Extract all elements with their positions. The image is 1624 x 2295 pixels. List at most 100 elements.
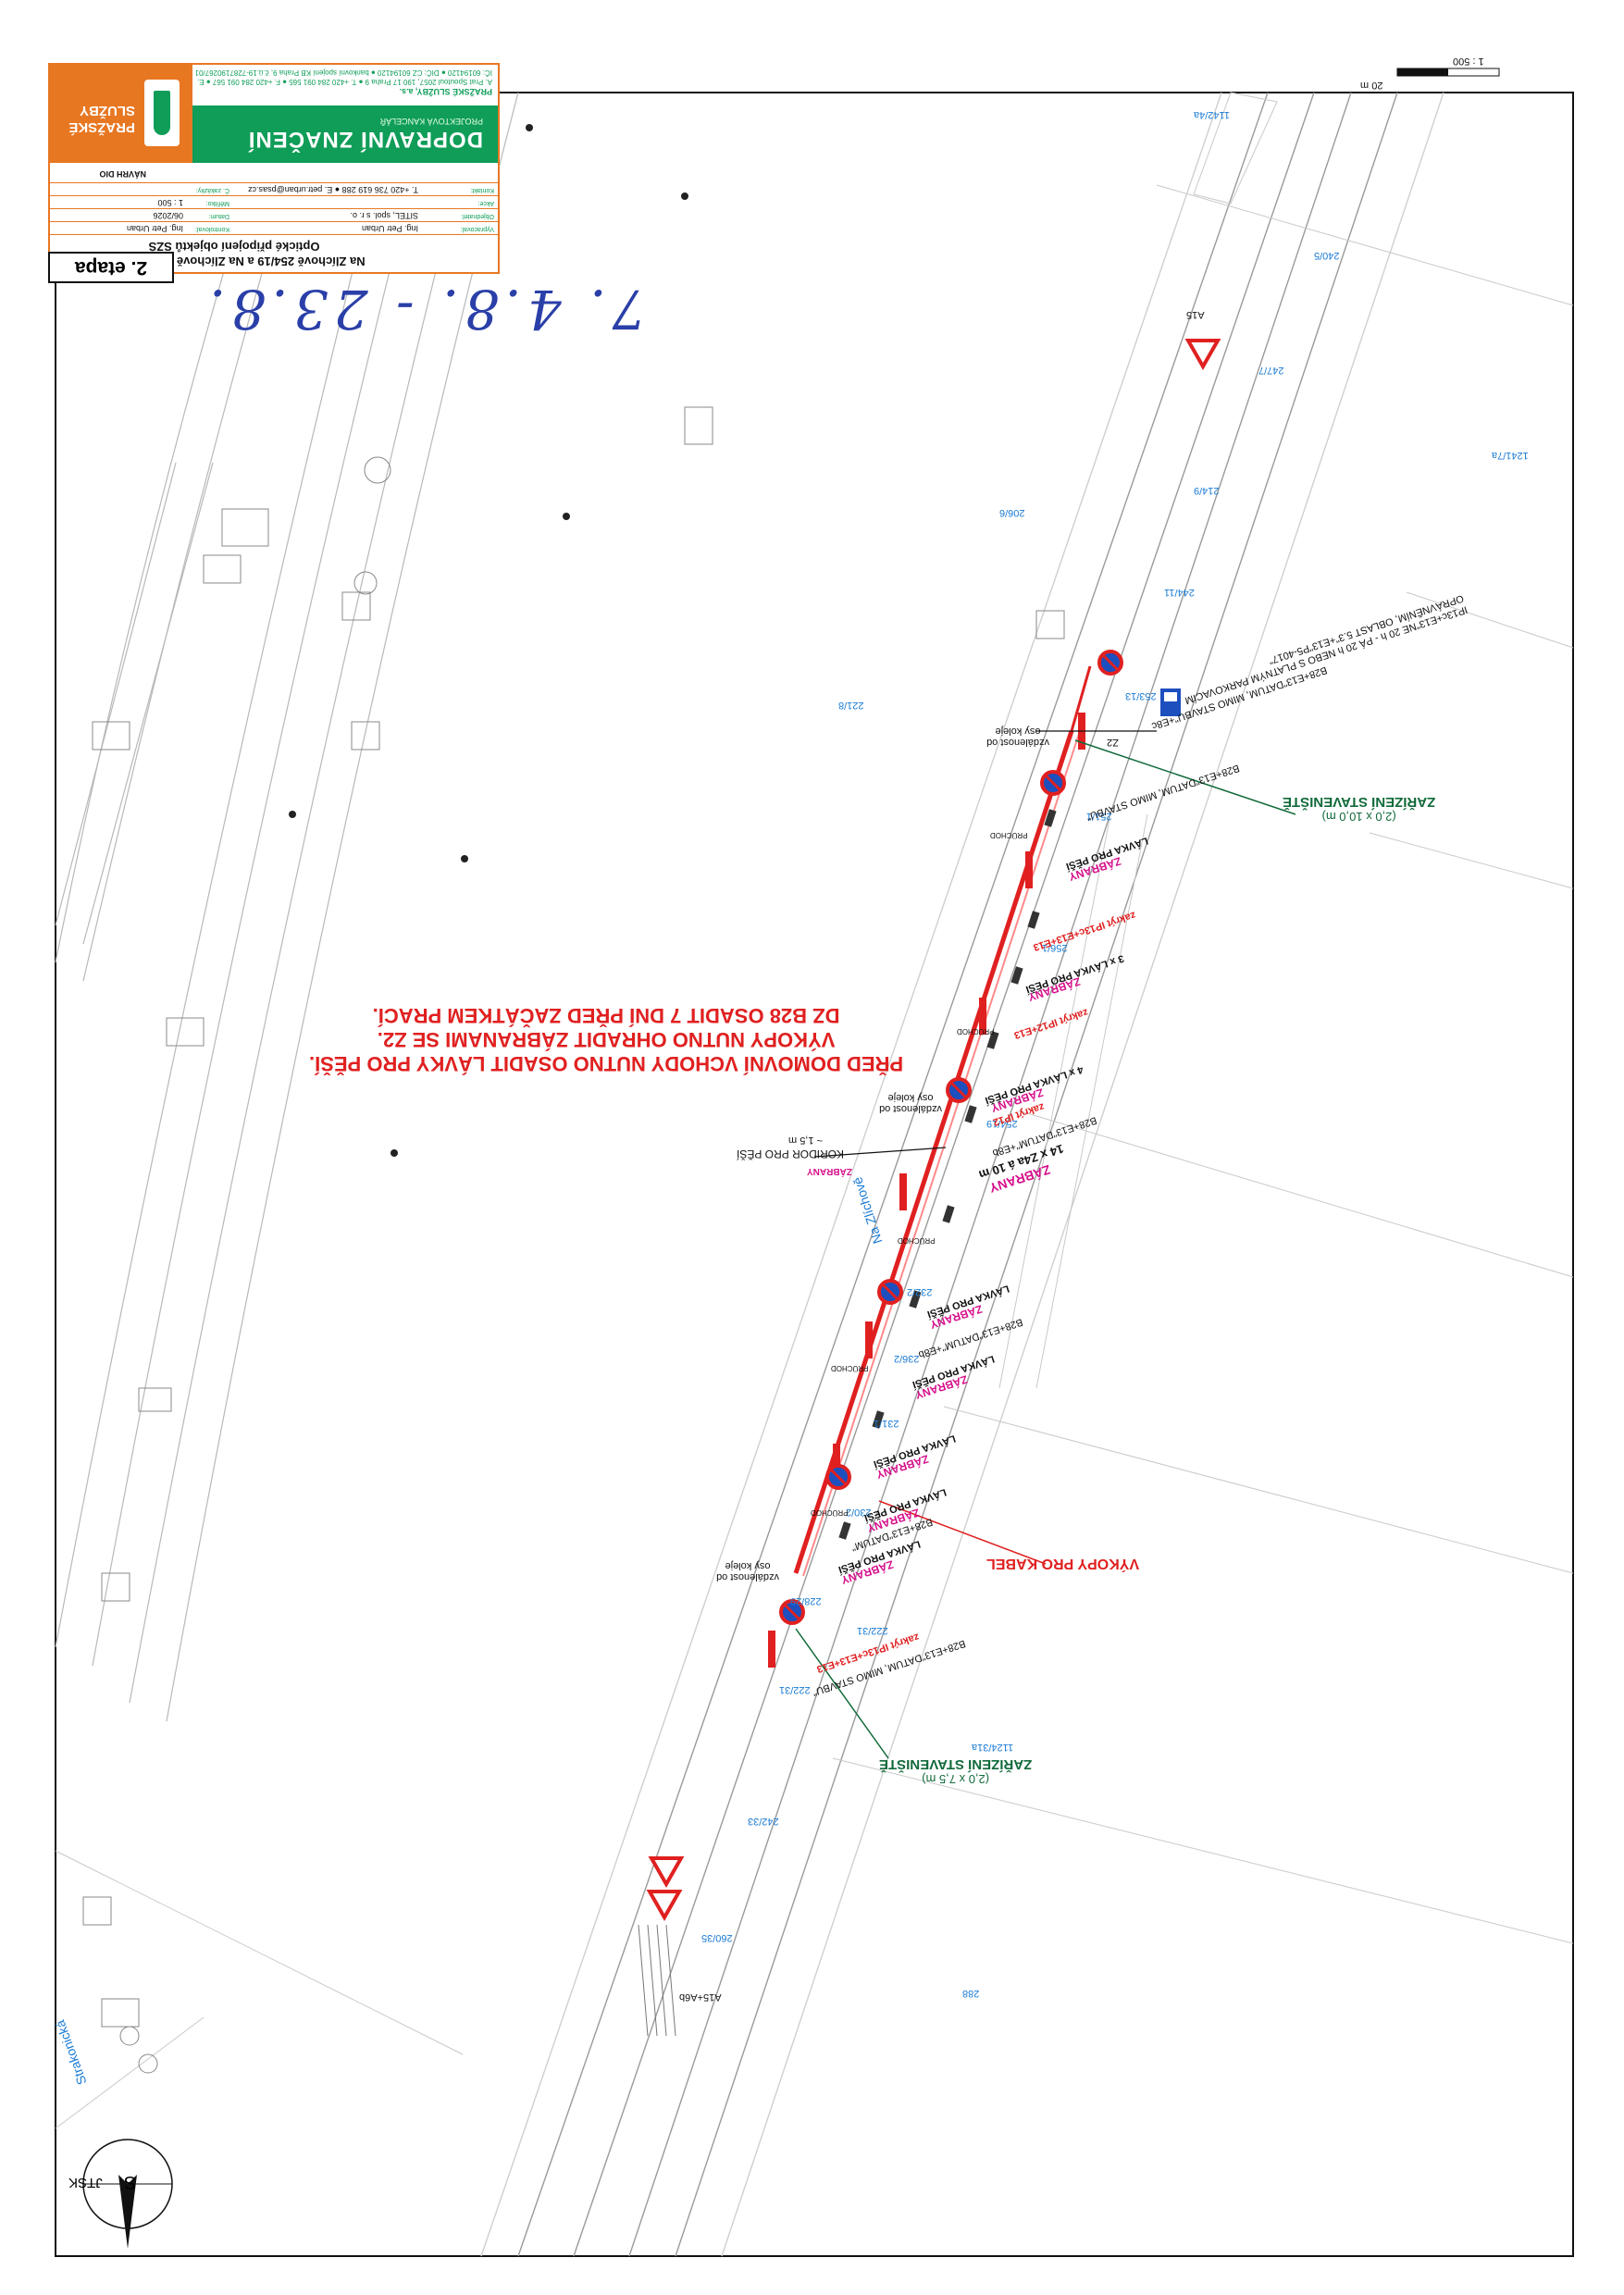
parcel-number: 206/6 bbox=[999, 507, 1025, 518]
parcel-number: 260/35 bbox=[701, 1932, 733, 1943]
firm-name: PRAŽSKÉ SLUŽBY, a.s. bbox=[399, 87, 492, 96]
row-value-2: 1 : 500 bbox=[157, 198, 183, 207]
drawing-frame bbox=[55, 92, 1574, 2257]
parcel-number: 1241/7a bbox=[1492, 450, 1529, 461]
parcel-number: 222/31 bbox=[857, 1625, 888, 1636]
site-setup-bottom: (2,0 x 7,5 m) ZAŘÍZENÍ STAVENIŠTĚ bbox=[879, 1756, 1032, 1786]
label-distance-bottom: vzdálenost od osy koleje bbox=[716, 1560, 779, 1582]
north-arrow-graphic bbox=[82, 2139, 173, 2249]
coordinate-system-label: JTSK bbox=[68, 2175, 103, 2190]
parcel-number: 288 bbox=[962, 1988, 980, 1999]
brand-name: PRAŽSKÉ SLUŽBY bbox=[68, 103, 135, 135]
red-note-2: VÝKOPY NUTNO OHRADIT ZÁBRANAMI SE Z2. bbox=[377, 1028, 836, 1051]
barrier-markers bbox=[838, 809, 1057, 1540]
label-vykopy: VÝKOPY PRO KABEL bbox=[986, 1556, 1140, 1571]
title-row-4: Kontakt: T. +420 736 619 288 ● E. petr.u… bbox=[50, 182, 498, 196]
label-z2: Z2 bbox=[1107, 737, 1119, 748]
parcel-number: 247/7 bbox=[1258, 365, 1284, 376]
title-row-type: NÁVRH DIO bbox=[50, 164, 498, 183]
handwritten-dates: 7. 4.8. - 23.8. bbox=[204, 278, 647, 341]
leader-lines-red bbox=[878, 1500, 1047, 1565]
b28-signs bbox=[779, 650, 1123, 1625]
row-value-2: 06/2026 bbox=[153, 211, 183, 220]
company-banner-sub: PROJEKTOVÁ KANCELÁŘ bbox=[379, 117, 483, 126]
parcel-number: 242/33 bbox=[748, 1816, 779, 1827]
brand-panel: PRAŽSKÉ SLUŽBY bbox=[50, 65, 192, 163]
label-a15: A15 bbox=[1186, 309, 1205, 320]
stage-label: 2. etapa bbox=[74, 257, 148, 279]
label-korridor: KORIDOR PRO PĚŠÍ bbox=[737, 1148, 845, 1160]
site-setup-top: (2,0 x 10,0 m) ZAŘÍZENÍ STAVENIŠTĚ bbox=[1283, 794, 1435, 824]
leader-lines-green bbox=[795, 739, 1296, 1759]
firm-ids: IČ: 60194120 ● DIČ: CZ 60194120 ● bankov… bbox=[196, 68, 492, 77]
row-key-2: Měřítko: bbox=[205, 200, 229, 206]
label-pruchod: PRŮCHOD bbox=[990, 831, 1028, 839]
row-value: SITEL, spol. s r. o. bbox=[350, 211, 418, 220]
hatch-stairs bbox=[638, 1924, 676, 2037]
title-block: Na Zlíchově 254/19 a Na Zlíchově 206, Pr… bbox=[48, 63, 500, 274]
stage-label-box: 2. etapa bbox=[48, 252, 174, 283]
buildings bbox=[55, 92, 1574, 2129]
row-key: Akce: bbox=[477, 200, 494, 206]
parcel-number: 232/2 bbox=[907, 1286, 933, 1297]
scale-bar-ratio: 1 : 500 bbox=[1453, 56, 1484, 67]
label-distance-mid: vzdálenost od osy koleje bbox=[879, 1092, 942, 1114]
row-value-2: Ing. Petr Urban bbox=[126, 224, 183, 233]
firm-address: A. Prat Spoutoul 2057, 190 17 Praha 9 ● … bbox=[196, 78, 492, 86]
label-pruchod: PRŮCHOD bbox=[831, 1364, 869, 1372]
site-setup-top-title: ZAŘÍZENÍ STAVENIŠTĚ bbox=[1283, 794, 1436, 810]
parcel-number: 228/29 bbox=[790, 1595, 822, 1606]
company-banner: DOPRAVNÍ ZNAČENÍ PROJEKTOVÁ KANCELÁŘ bbox=[192, 105, 498, 163]
row-key: Kontakt: bbox=[470, 187, 494, 193]
brand-figure-icon bbox=[154, 91, 170, 135]
title-row-1: Vypracoval: Ing. Petr Urban Kontroloval:… bbox=[50, 221, 498, 235]
parcel-number: 244/11 bbox=[1164, 587, 1195, 598]
north-arrow-label: S bbox=[124, 2172, 137, 2192]
site-setup-bottom-title: ZAŘÍZENÍ STAVENIŠTĚ bbox=[879, 1756, 1033, 1772]
row-key-2: Datum: bbox=[208, 213, 229, 219]
title-block-panel: Na Zlíchově 254/19 a Na Zlíchově 206, Pr… bbox=[48, 63, 500, 274]
parcel-number: 214/9 bbox=[1194, 485, 1220, 496]
red-notes: PŘED DOMOVNÍ VCHODY NUTNO OSADIT LÁVKY P… bbox=[309, 1003, 903, 1075]
ip13c-parking-sign bbox=[1160, 688, 1181, 716]
title-row-3: Akce: Měřítko: 1 : 500 bbox=[50, 195, 498, 209]
red-note-1: DZ B28 OSADIT 7 DNÍ PŘED ZAČÁTKEM PRACÍ. bbox=[372, 1004, 840, 1027]
label-a15-a6b: A15+A6b bbox=[679, 1991, 722, 2003]
street-na-zlichove bbox=[480, 92, 1444, 2257]
site-setup-top-size: (2,0 x 10,0 m) bbox=[1321, 810, 1396, 824]
label-pruchod: PRŮCHOD bbox=[811, 1508, 849, 1517]
label-pruchod: PRŮCHOD bbox=[898, 1236, 936, 1245]
firm-info: PRAŽSKÉ SLUŽBY, a.s. A. Prat Spoutoul 20… bbox=[196, 68, 492, 96]
site-setup-bottom-size: (2,0 x 7,5 m) bbox=[922, 1772, 990, 1786]
red-note-3: PŘED DOMOVNÍ VCHODY NUTNO OSADIT LÁVKY P… bbox=[309, 1052, 904, 1075]
scale-bar-graphic bbox=[1396, 68, 1500, 77]
row-key-2: Kontroloval: bbox=[195, 226, 229, 232]
parcel-number: 236/2 bbox=[894, 1353, 920, 1364]
utility-objects bbox=[82, 406, 1065, 2074]
label-distance-top: vzdálenost od osy koleje bbox=[986, 726, 1049, 748]
row-value: T. +420 736 619 288 ● E. petr.urban@psas… bbox=[248, 185, 418, 194]
row-key: Objednatel: bbox=[461, 213, 494, 219]
parcel-number: 222/31 bbox=[779, 1684, 811, 1695]
scale-bar-length: 20 m bbox=[1360, 80, 1383, 91]
survey-dots bbox=[289, 124, 688, 1157]
parcel-number: 221/8 bbox=[838, 700, 864, 711]
label-korridor-width: ~ 1,5 m bbox=[788, 1135, 823, 1146]
parcel-number: 240/5 bbox=[1314, 250, 1340, 261]
parcel-number: 231/1 bbox=[874, 1418, 899, 1429]
drawing-type: NÁVRH DIO bbox=[99, 169, 146, 179]
brand-logo-icon bbox=[144, 80, 180, 146]
company-banner-title: DOPRAVNÍ ZNAČENÍ bbox=[247, 127, 483, 152]
row-key-2: Č. zakázky: bbox=[195, 187, 229, 193]
parcel-number: 1142/4a bbox=[1194, 109, 1230, 120]
row-key: Vypracoval: bbox=[460, 226, 494, 232]
row-value: Ing. Petr Urban bbox=[361, 224, 418, 233]
label-pruchod: PRŮCHOD bbox=[957, 1027, 995, 1036]
title-row-2: Objednatel: SITEL, spol. s r. o. Datum: … bbox=[50, 208, 498, 222]
a15-signs bbox=[646, 339, 1221, 1922]
label-korridor-zabrany: ZÁBRANY bbox=[807, 1166, 852, 1176]
leader-lines-black bbox=[813, 730, 1157, 1158]
parcel-number: 1124/31a bbox=[972, 1742, 1014, 1753]
